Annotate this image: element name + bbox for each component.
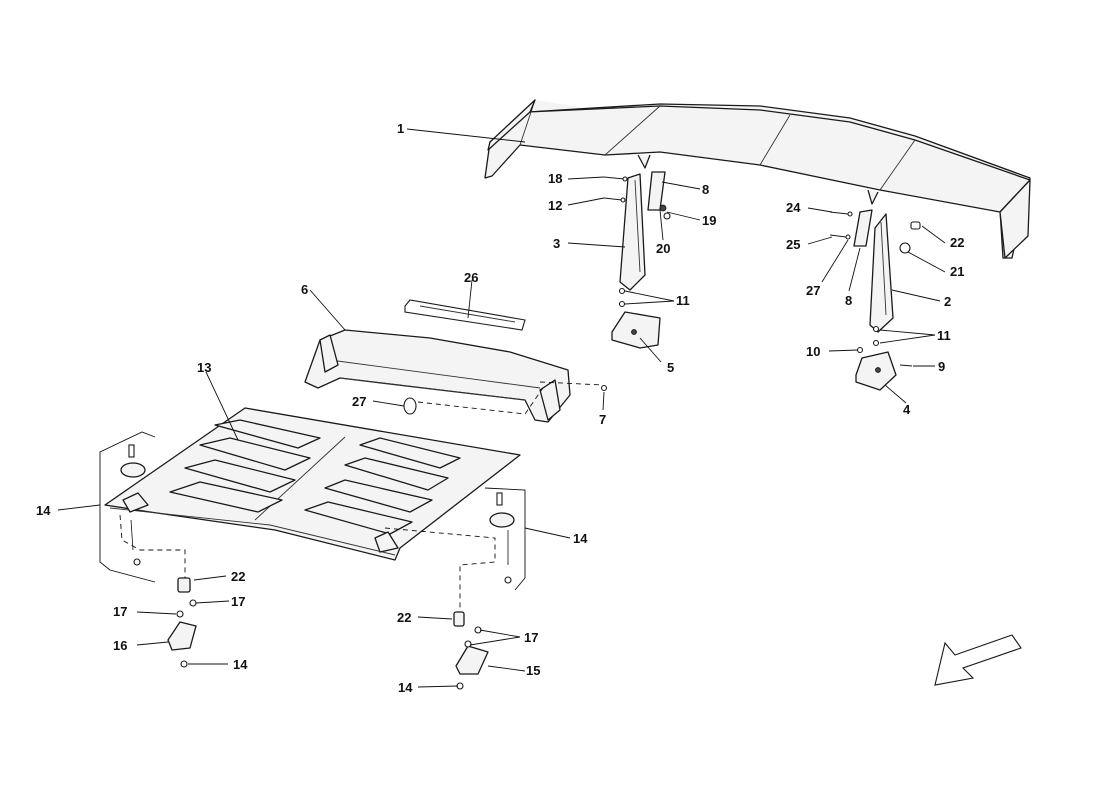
latch-assembly-right (374, 487, 526, 690)
callout-10: 10 (806, 344, 820, 359)
callout-9: 9 (938, 359, 945, 374)
callout-17c: 17 (524, 630, 538, 645)
callout-22a: 22 (231, 569, 245, 584)
leader-lines (57, 128, 946, 688)
callout-5: 5 (667, 360, 674, 375)
wing-mount-left (611, 311, 661, 349)
callout-12: 12 (548, 198, 562, 213)
callout-24: 26 (464, 270, 478, 285)
callout-18: 18 (548, 171, 562, 186)
wing-strut-left (619, 173, 646, 291)
callout-26: 25 (786, 237, 800, 252)
rear-wing (484, 99, 1031, 259)
callout-14c: 14 (233, 657, 248, 672)
wing-mount-right (855, 351, 897, 391)
callout-16: 16 (113, 638, 127, 653)
callout-22b: 22 (397, 610, 411, 625)
callout-27b: 27 (806, 283, 820, 298)
trim-strip (404, 299, 526, 331)
louvred-engine-cover (104, 407, 521, 561)
callout-19: 19 (702, 213, 716, 228)
callout-14d: 14 (398, 680, 413, 695)
callout-4: 4 (903, 402, 911, 417)
callout-2: 2 (944, 294, 951, 309)
callout-13: 13 (197, 360, 211, 375)
callout-25: 24 (786, 200, 801, 215)
assembly-dashed-lines (119, 381, 604, 610)
callout-11a: 11 (676, 293, 690, 308)
callout-15: 15 (526, 663, 540, 678)
rubber-grommet (403, 397, 417, 415)
engine-cover-spoiler (304, 329, 571, 423)
callout-labels: 1 18 12 3 8 19 20 11 5 6 26 7 27 13 14 1… (36, 121, 964, 695)
small-fasteners (600, 176, 921, 392)
callout-7: 7 (599, 412, 606, 427)
callout-22c: 22 (950, 235, 964, 250)
callout-3: 3 (553, 236, 560, 251)
callout-8b: 8 (845, 293, 852, 308)
latch-assembly-left (99, 431, 197, 668)
callout-8a: 8 (702, 182, 709, 197)
callout-6: 6 (301, 282, 308, 297)
callout-17a: 17 (231, 594, 245, 609)
callout-14a: 14 (36, 503, 51, 518)
callout-21: 21 (950, 264, 964, 279)
callout-17b: 17 (113, 604, 127, 619)
callout-1: 1 (397, 121, 404, 136)
callout-14b: 14 (573, 531, 588, 546)
callout-20: 20 (656, 241, 670, 256)
callout-27a: 27 (352, 394, 366, 409)
callout-11b: 11 (937, 328, 951, 343)
direction-arrow-icon (934, 634, 1022, 686)
wing-strut-right (869, 213, 894, 333)
spacer-blocks (647, 171, 873, 247)
